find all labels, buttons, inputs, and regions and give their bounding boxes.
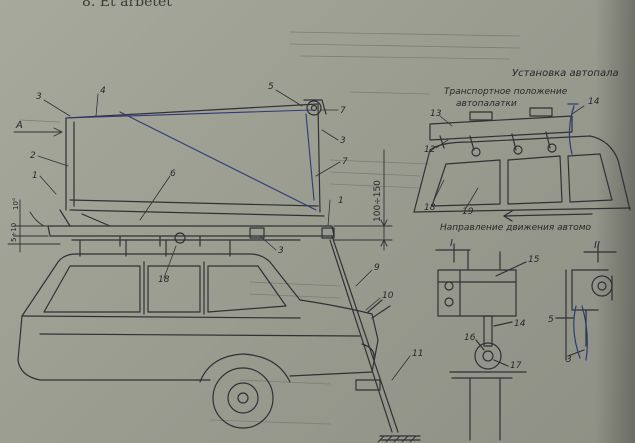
transport-caption-line2: автопалатки xyxy=(456,99,517,109)
part-label: 5 xyxy=(268,82,274,92)
angle-label: 10° xyxy=(12,198,20,210)
part-label: 14 xyxy=(588,97,600,107)
detail-i-label: I xyxy=(450,238,453,249)
part-label: 4 xyxy=(100,86,106,96)
part-label: 11 xyxy=(412,349,423,359)
transport-strap xyxy=(567,103,579,155)
part-label: 7 xyxy=(340,106,346,116)
leader-lines-transport xyxy=(433,105,585,209)
part-label: 1 xyxy=(32,171,38,181)
part-label: 10 xyxy=(382,291,394,301)
part-label: 5 xyxy=(548,315,554,325)
tent-rafters xyxy=(65,109,317,211)
part-label: 19 xyxy=(462,207,474,217)
part-label: 15 xyxy=(528,255,540,265)
sub-dimension-label: 5÷10 xyxy=(10,223,18,242)
part-label: 3 xyxy=(278,246,284,256)
page-top-text: 8. Et arbetet xyxy=(82,0,172,10)
faint-background-text xyxy=(19,31,521,425)
detail-ii xyxy=(555,245,617,361)
dimension-lines xyxy=(7,127,393,253)
part-label: 2 xyxy=(30,151,36,161)
dimension-label: 100÷150 xyxy=(373,180,383,222)
leader-lines-main xyxy=(37,89,411,381)
part-label: 7 xyxy=(342,157,348,167)
title-right: Установка автопала xyxy=(512,68,619,79)
part-label: 3 xyxy=(566,355,572,365)
view-arrow-label: А xyxy=(15,120,23,131)
part-label: 1 xyxy=(338,196,344,206)
detail-ii-strap xyxy=(573,305,588,361)
detail-i xyxy=(435,243,527,441)
transport-caption-line1: Транспортное положение xyxy=(444,87,568,97)
direction-caption: Направление движения автомо xyxy=(440,223,592,233)
part-label: 14 xyxy=(514,319,526,329)
part-label: 13 xyxy=(430,109,442,119)
part-label: 18 xyxy=(424,203,436,213)
part-label: 18 xyxy=(158,275,170,285)
car-body xyxy=(17,239,381,391)
part-label: 3 xyxy=(340,136,346,146)
direction-arrow xyxy=(503,210,593,222)
part-label: 9 xyxy=(374,263,380,273)
rear-wheel xyxy=(199,353,291,429)
roof-tent-frame xyxy=(47,99,335,247)
part-label: 12 xyxy=(424,145,436,155)
part-label: 3 xyxy=(36,92,42,102)
transport-view xyxy=(413,107,631,213)
detail-ii-label: II xyxy=(594,240,600,251)
ground-hatch xyxy=(377,435,417,443)
part-label: 16 xyxy=(464,333,476,343)
part-label: 6 xyxy=(170,169,176,179)
part-label: 17 xyxy=(510,361,522,371)
